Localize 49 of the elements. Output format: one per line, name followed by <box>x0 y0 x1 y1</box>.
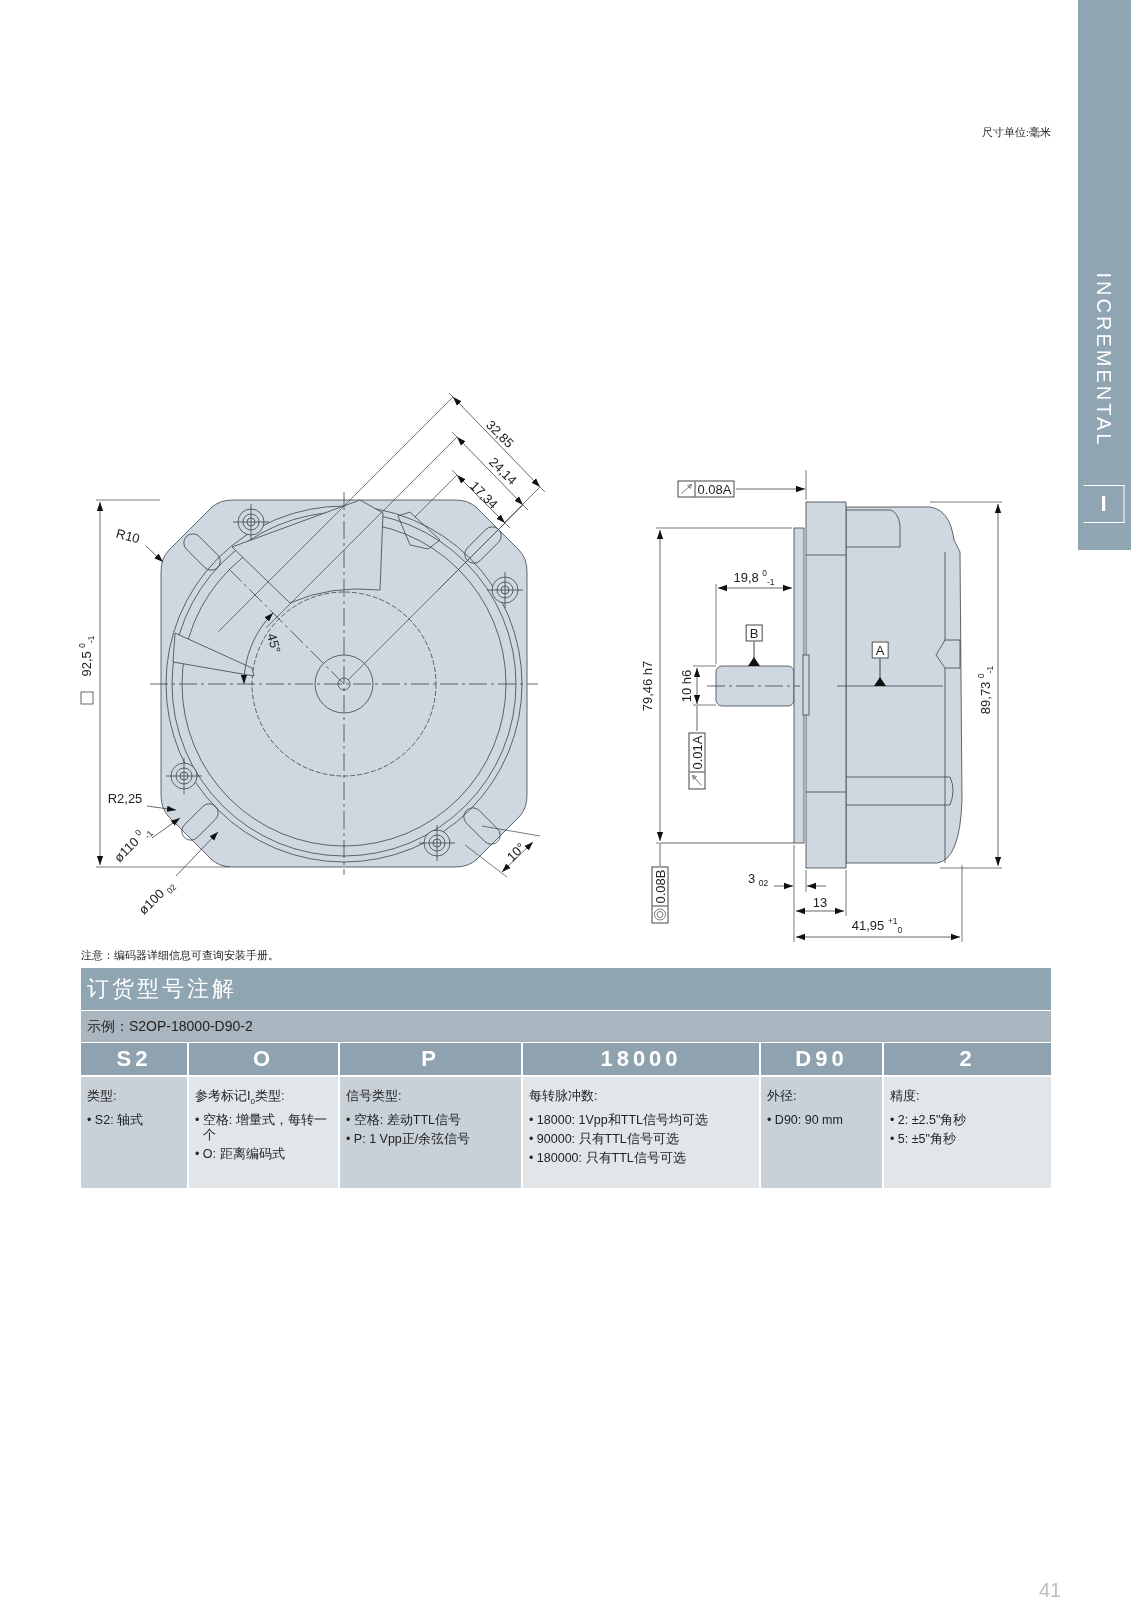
column-header: O <box>189 1043 338 1075</box>
tolerance-frame <box>677 480 735 498</box>
column-header: D90 <box>761 1043 882 1075</box>
cell-text: • P: 1 Vpp正/余弦信号 <box>346 1132 472 1147</box>
cell-text: • 180000: 只有TTL信号可选 <box>529 1151 687 1166</box>
column-header: S2 <box>81 1043 187 1075</box>
cell-text: 精度: <box>890 1089 921 1104</box>
column-header: P <box>340 1043 521 1075</box>
tab-text: INCREMENTAL <box>1094 272 1114 448</box>
datum-box: B <box>745 624 763 642</box>
cell-text: 每转脉冲数: <box>529 1089 599 1104</box>
cell-text: 参考标记I$_{0}$类型: <box>195 1089 286 1104</box>
tolerance-frame <box>688 732 706 790</box>
frame-text: 0.08B <box>652 868 668 906</box>
datum-box: A <box>871 641 889 659</box>
cell-text: • 空格: 差动TTL信号 <box>346 1113 463 1128</box>
cell-text: • 90000: 只有TTL信号可选 <box>529 1132 680 1147</box>
dimension-text: 10° <box>504 840 528 864</box>
frame-text: 0.08A <box>696 481 733 497</box>
cell-text: • 空格: 增量式，每转一个 <box>195 1113 328 1143</box>
dimension-text: R2,25 <box>107 791 143 805</box>
tab-badge: I <box>1083 485 1125 523</box>
column-header: 18000 <box>523 1043 759 1075</box>
note-text: 注意：编码器详细信息可查询安装手册。 <box>81 949 279 961</box>
dimension-text: 3 $_{02}$ <box>747 871 769 885</box>
dimension-text: 45° <box>265 631 283 655</box>
column-header: 2 <box>884 1043 1051 1075</box>
page-number: 41 <box>1038 1580 1062 1600</box>
cell-text: 信号类型: <box>346 1089 403 1104</box>
dimension-text: 13 <box>812 895 828 909</box>
dimension-text: 79,46 h7 <box>640 660 654 712</box>
cell-text: • 2: ±2.5"角秒 <box>890 1113 968 1128</box>
unit-note: 尺寸单位:毫米 <box>981 126 1051 138</box>
encoder-side-drawing <box>706 501 963 869</box>
cell-text: • D90: 90 mm <box>767 1113 844 1128</box>
example-row: 示例：S2OP-18000-D90-2 <box>81 1011 1051 1042</box>
cell-text: • 18000: 1Vpp和TTL信号均可选 <box>529 1113 709 1128</box>
cell-text: • 5: ±5"角秒 <box>890 1132 957 1147</box>
leader-line <box>659 842 795 867</box>
frame-text: 0.01A <box>689 734 705 772</box>
leader-line <box>696 705 698 732</box>
dimension-text: 10 h6 <box>679 669 693 703</box>
table-title: 订货型号注解 <box>81 968 1051 1010</box>
dimension-text: R10 <box>114 526 142 546</box>
cell-text: 外径: <box>767 1089 798 1104</box>
cell-text: • S2: 轴式 <box>87 1113 145 1128</box>
cell-text: • O: 距离编码式 <box>195 1147 286 1162</box>
tolerance-frame <box>651 866 669 924</box>
cell-text: 类型: <box>87 1089 118 1104</box>
